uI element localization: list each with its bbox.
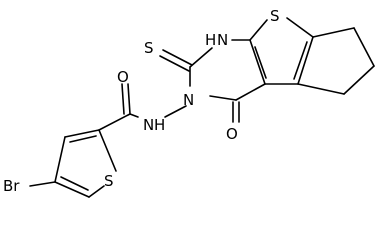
bond-ch2-ch2: [353, 27, 375, 67]
bonds: [29, 17, 375, 198]
bond-c8a-c4a: [249, 39, 266, 85]
bond-c5-s-thio: [88, 185, 105, 198]
bond-n3-nh: [164, 105, 187, 118]
atom-n3: N: [183, 91, 194, 109]
atom-labels: S H N S N N H O O S Br: [3, 7, 280, 195]
bond-c2-c3-thio: [64, 129, 100, 138]
atom-br: Br: [3, 177, 20, 195]
bond-c4-n3: [209, 95, 237, 101]
bond-c8a-c4a-inner: [254, 46, 267, 79]
bond-ch2-c3a: [297, 83, 345, 95]
bond-c8a-s: [249, 19, 268, 41]
atom-n-amide: N: [143, 116, 154, 134]
bond-s-c2-thio: [98, 129, 117, 172]
atom-o-amide: O: [117, 68, 129, 86]
bond-c2-c3-thio-inner: [69, 135, 97, 143]
bond-c4-br: [29, 181, 56, 187]
bond-c2-s-double-b: [162, 49, 193, 66]
bond-co-thiophene: [98, 113, 131, 131]
atom-n-ring: N: [217, 31, 228, 49]
bond-c4a-c4: [235, 83, 266, 101]
bond-s-c7a: [286, 17, 314, 38]
bond-c3-c4-thio: [54, 136, 66, 183]
bond-c2-nh: [189, 47, 213, 68]
bond-ch2-ch2-b: [343, 65, 375, 95]
bond-c4-c5-thio: [54, 181, 90, 198]
bond-nh-co: [129, 113, 139, 118]
bond-co-o-a: [127, 83, 131, 115]
bond-c4-c5-thio-inner: [60, 176, 89, 191]
bond-c7a-c3a-inner: [293, 41, 308, 80]
atom-o-ketone: O: [226, 125, 238, 143]
bond-c7a-c3a: [297, 36, 314, 85]
atom-h-ring: H: [205, 31, 216, 49]
molecule-diagram: S H N S N N H O O S Br: [3, 7, 375, 198]
atom-s-thiophene-left: S: [104, 172, 114, 190]
bond-c2-s-double-a: [159, 55, 190, 72]
atom-s-thioxo: S: [144, 39, 154, 57]
atom-h-amide: H: [154, 116, 165, 134]
bond-co-o-b: [121, 83, 125, 115]
bond-c7a-ch2: [312, 27, 355, 38]
atom-s-thiophene-top: S: [270, 7, 280, 25]
